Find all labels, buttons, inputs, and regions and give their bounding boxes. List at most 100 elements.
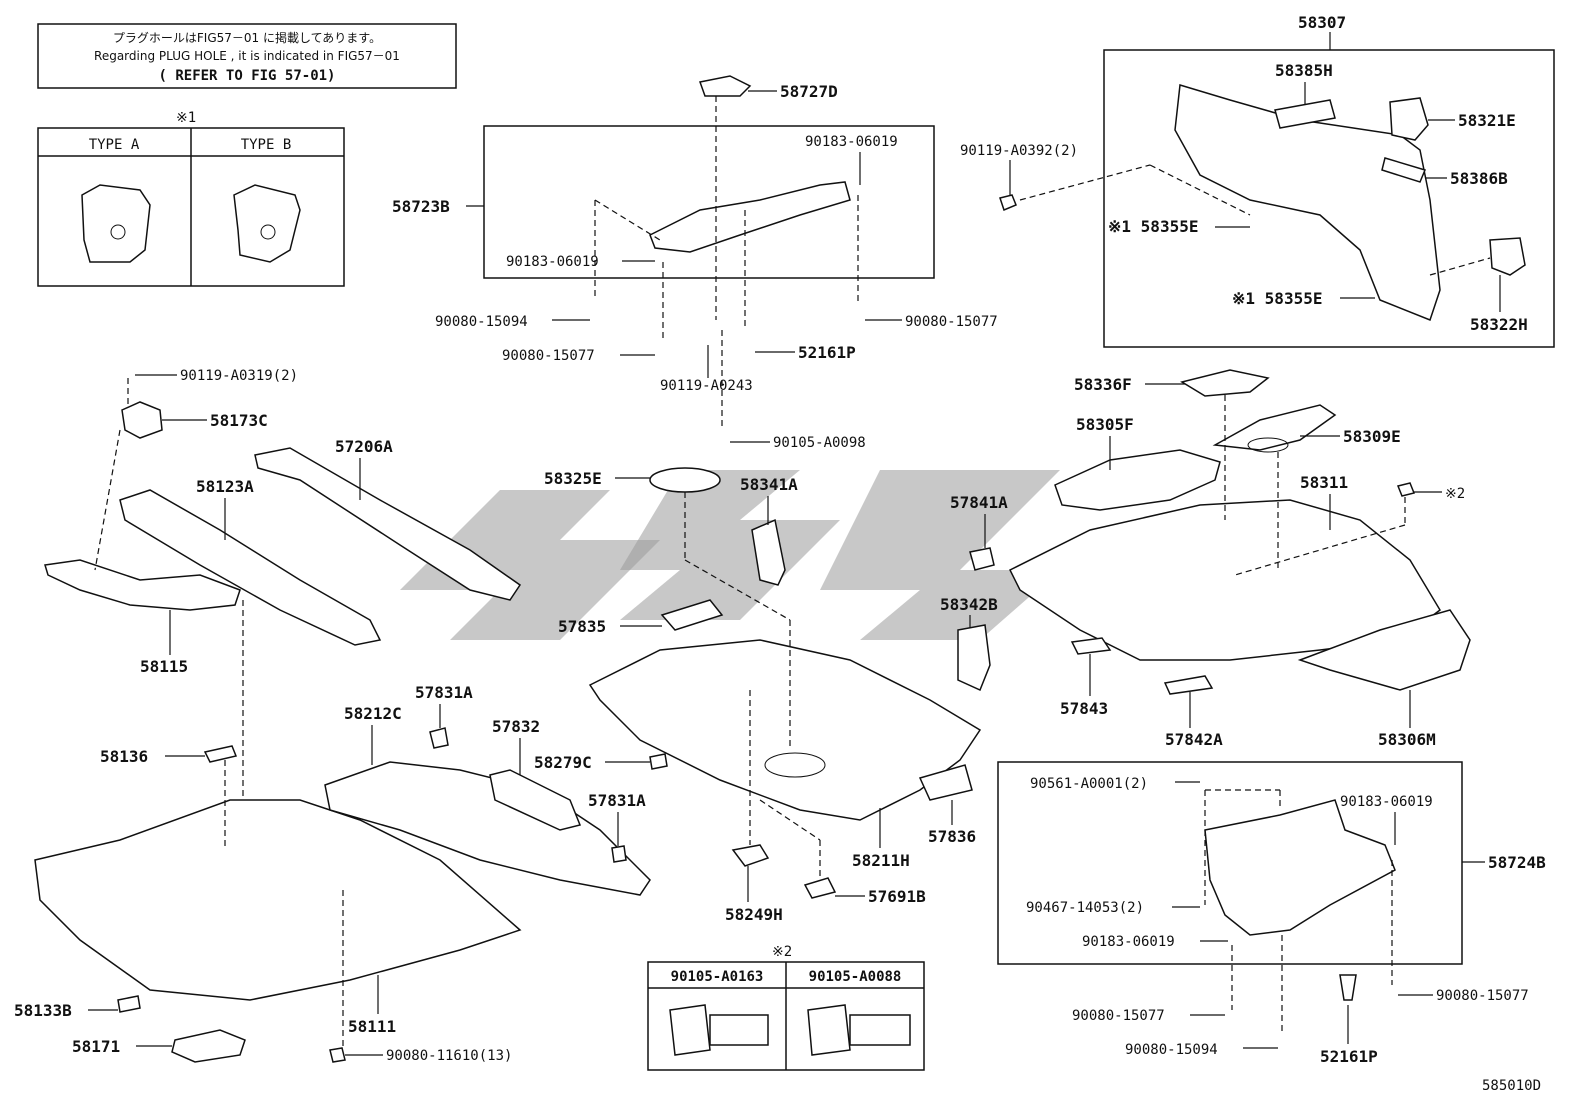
label-58342B: 58342B [940, 595, 998, 614]
part-58306M [1297, 609, 1471, 691]
part-57831A-upper [429, 727, 449, 749]
part-57835 [660, 599, 724, 631]
group-58723B [483, 75, 935, 430]
labels: 58307 58385H 58321E 58386B ※1 58355E ※1 … [14, 13, 1546, 1094]
inset-bolt-box: ※2 90105-A0163 90105-A0088 [647, 944, 925, 1071]
part-58171 [171, 1029, 246, 1063]
part-57836 [918, 764, 973, 801]
label-58111: 58111 [348, 1017, 396, 1036]
label-57841A: 57841A [950, 493, 1008, 512]
label-90183-06019-b: 90183-06019 [506, 254, 599, 270]
bolt-a-drawing [669, 1004, 711, 1056]
label-90467-14053: 90467-14053(2) [1026, 900, 1144, 916]
type-a-label: TYPE A [89, 137, 140, 153]
type-b-bracket [233, 184, 301, 263]
label-58355E-b: ※1 58355E [1232, 289, 1322, 308]
group-left-members [44, 378, 522, 910]
label-58173C: 58173C [210, 411, 268, 430]
label-90080-15077-c: 90080-15077 [1072, 1008, 1165, 1024]
part-58136 [203, 745, 238, 763]
label-58305F: 58305F [1076, 415, 1134, 434]
part-57831A-lower [611, 845, 627, 863]
label-58306M: 58306M [1378, 730, 1436, 749]
watermark-logo [400, 470, 1060, 640]
label-58355E-a: ※1 58355E [1108, 217, 1198, 236]
label-58322H: 58322H [1470, 315, 1528, 334]
bolt-b-label: 90105-A0088 [809, 969, 902, 985]
label-90183-06019-d: 90183-06019 [1082, 934, 1175, 950]
label-58325E: 58325E [544, 469, 602, 488]
part-58305F [1054, 449, 1221, 511]
label-90119-A0319: 90119-A0319(2) [180, 368, 298, 384]
note-line-1: プラグホールはFIG57－01 に掲載してあります。 [113, 30, 381, 45]
part-57842A [1163, 675, 1214, 695]
group-58307 [1019, 49, 1555, 348]
part-58309E [1212, 404, 1337, 451]
label-58727D: 58727D [780, 82, 838, 101]
label-58211H: 58211H [852, 851, 910, 870]
part-58307-dash-panel [1174, 84, 1441, 321]
label-90119-A0243: 90119-A0243 [660, 378, 753, 394]
label-58212C: 58212C [344, 704, 402, 723]
label-90561-A0001: 90561-A0001(2) [1030, 776, 1148, 792]
label-90105-A0098: 90105-A0098 [773, 435, 866, 451]
label-58133B: 58133B [14, 1001, 72, 1020]
part-57691B [803, 877, 837, 899]
label-90080-15077-d: 90080-15077 [1436, 988, 1529, 1004]
part-58325E [649, 467, 721, 493]
inset2-mark: ※2 [772, 944, 792, 960]
label-58115: 58115 [140, 657, 188, 676]
part-58123A [119, 489, 382, 646]
header-note: プラグホールはFIG57－01 に掲載してあります。 Regarding PLU… [37, 23, 457, 89]
bolt-90080-11610 [329, 1047, 346, 1063]
part-58249H [731, 844, 770, 867]
label-90080-11610: 90080-11610(13) [386, 1048, 512, 1064]
part-58336F [1180, 369, 1270, 397]
label-58321E: 58321E [1458, 111, 1516, 130]
label-90080-15077-a: 90080-15077 [905, 314, 998, 330]
part-58385H [1274, 99, 1336, 129]
label-58136: 58136 [100, 747, 148, 766]
label-90183-06019-c: 90183-06019 [1340, 794, 1433, 810]
label-90080-15077-b: 90080-15077 [502, 348, 595, 364]
part-57206A [254, 447, 522, 601]
label-58724B: 58724B [1488, 853, 1546, 872]
label-90080-15094-a: 90080-15094 [435, 314, 528, 330]
part-58173C [121, 401, 163, 439]
part-58321E [1389, 97, 1429, 141]
group-58724B [997, 761, 1463, 1035]
bolt-90119-A0392 [999, 194, 1017, 212]
part-58723B [649, 181, 851, 253]
inset1-mark: ※1 [176, 110, 196, 126]
label-57831A-b: 57831A [588, 791, 646, 810]
label-57842A: 57842A [1165, 730, 1223, 749]
part-58211H [588, 639, 982, 821]
group-center-floor [588, 467, 991, 899]
label-57831A-a: 57831A [415, 683, 473, 702]
label-57835: 57835 [558, 617, 606, 636]
label-90183-06019-a: 90183-06019 [805, 134, 898, 150]
label-57843: 57843 [1060, 699, 1108, 718]
clip-52161P-b [1339, 974, 1357, 1001]
part-57832 [489, 769, 582, 831]
part-57841A [969, 547, 995, 571]
label-57691B: 57691B [868, 887, 926, 906]
part-58342B [957, 624, 991, 692]
bolt-a-label: 90105-A0163 [671, 969, 764, 985]
label-58385H: 58385H [1275, 61, 1333, 80]
part-58322H [1489, 237, 1526, 276]
part-58279C [649, 753, 668, 770]
bolt-b-drawing [807, 1004, 851, 1056]
part-58133B [117, 995, 141, 1013]
label-57206A: 57206A [335, 437, 393, 456]
label-58279C: 58279C [534, 753, 592, 772]
label-52161P-a: 52161P [798, 343, 856, 362]
label-58249H: 58249H [725, 905, 783, 924]
part-57843 [1070, 637, 1112, 655]
label-58336F: 58336F [1074, 375, 1132, 394]
label-58386B: 58386B [1450, 169, 1508, 188]
group-front-floor [34, 727, 651, 1063]
note-line-2: Regarding PLUG HOLE , it is indicated in… [94, 49, 400, 63]
label-57836: 57836 [928, 827, 976, 846]
